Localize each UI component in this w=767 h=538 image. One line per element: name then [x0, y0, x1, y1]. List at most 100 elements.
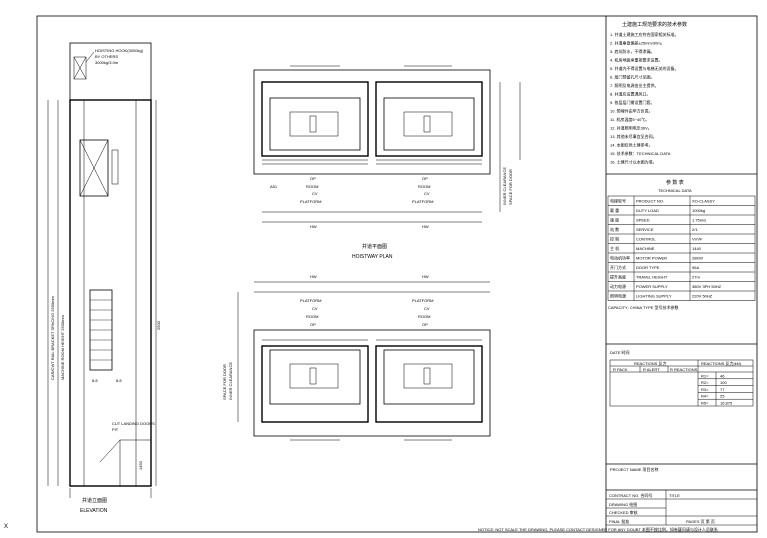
sheet-border [36, 15, 758, 533]
tech-row-val: 28KW [692, 256, 703, 261]
tech-row-cn: 动力电源 [610, 283, 626, 289]
upper-hw-left: HW [310, 224, 317, 229]
reactions-right-header: REACTIONS 反力(kN) [701, 360, 742, 366]
tech-title-cn: 参 数 表 [666, 179, 684, 186]
tech-row-cn: 控 制 [610, 236, 619, 242]
checked-label: CHECKED 审核 [609, 509, 638, 515]
upper-platform-right: PLATFORM [412, 199, 433, 204]
tech-row-val: 2/1 [692, 227, 698, 232]
reactions-box [609, 359, 754, 407]
lower-inner-clearance: INNER CLEARANCE [228, 362, 233, 400]
reaction-key: R5= [701, 401, 709, 406]
upper-room-right: ROOM [418, 184, 430, 189]
upper-inner-clearance: INNER CLEARANCE [502, 167, 507, 205]
reaction-value: 100 [720, 380, 727, 385]
note-line: 6. 层门预留孔尺寸见图。 [610, 74, 654, 80]
reaction-value: 46 [720, 373, 725, 378]
note-line: 2. 井道垂直偏差±25mm/30m。 [610, 40, 665, 46]
tech-row-val: 27m [692, 275, 700, 280]
reactions-col-c: R REACTIONS [670, 367, 698, 372]
reaction-key: R3= [701, 387, 709, 392]
bottom-notice: NOTICE: NOT SCALE THE DRAWING, PLEASE CO… [478, 526, 718, 532]
tech-row-en: TRAVEL HEIGHT [636, 275, 668, 280]
lower-cv-left: CV [312, 306, 318, 311]
note-line: 10. 预埋件由甲方负责。 [610, 108, 653, 114]
note-line: 3. 底坑防水，不得渗漏。 [610, 48, 654, 54]
hoistway-plan-upper: OP ROOM CV PLATFORM HW OP ROOM CV PLATFO… [253, 65, 521, 229]
final-label: FINAL 批准 [609, 518, 629, 524]
tech-row-en: CONTROL [636, 237, 656, 242]
pit-note-2: PIT [112, 427, 119, 432]
tech-row-cn: 速 度 [610, 217, 619, 223]
upper-room-left: ROOM [306, 184, 318, 189]
tech-row-val: 96A [692, 265, 699, 270]
elevation-view: HOISTING HOOK(3000kg) BY OTHERS 3000kg/3… [47, 42, 161, 514]
upper-op-right: OP [422, 176, 428, 181]
tech-row-en: LIGHTING SUPPLY [636, 294, 672, 299]
reactions-col-b: R ALERT [643, 367, 660, 372]
tech-row-val: 220V 50HZ [692, 294, 713, 299]
reaction-value: 16.875 [720, 401, 733, 406]
shaft-left-upper [261, 81, 369, 157]
page-label: PAGES 页 第 页 [686, 518, 715, 524]
tech-row-cn: 主 机 [610, 245, 619, 251]
tech-row-en: MOTOR POWER [636, 256, 667, 261]
tech-row-val: XO-CLASSY [692, 199, 715, 204]
reactions-col-a: R PACK [613, 367, 628, 372]
pit [119, 439, 152, 487]
tech-row-cn: 电动机功率 [610, 255, 630, 261]
notes-list: 1. 井道土建施工应符合国家相关标准。 2. 井道垂直偏差±25mm/30m。 3.… [610, 31, 678, 165]
pit-depth: 1450 [138, 460, 143, 470]
note-line: 12. 井道照明电压36V。 [610, 125, 652, 131]
elev-floor-dim: 2500 [156, 320, 161, 330]
elev-caption: ELEVATION [80, 508, 108, 514]
tech-row-en: DOOR TYPE [636, 265, 660, 270]
reactions-date: DATE 时间 [610, 349, 629, 355]
tech-row-val: 1000kg [692, 208, 705, 213]
tech-row-val: 380V 3PH 50HZ [692, 284, 722, 289]
reaction-value: 25 [720, 394, 725, 399]
tech-row-val: 1440 [692, 246, 702, 251]
hoistway-caption-cn: 井道平面图 [362, 243, 387, 250]
note-line: 1. 井道土建施工应符合国家相关标准。 [610, 31, 678, 37]
lower-platform-right: PLATFORM [412, 298, 433, 303]
shaft-left-lower [261, 345, 369, 423]
tech-row-cn: 提升高度 [610, 274, 626, 280]
lower-op-left: OP [310, 322, 316, 327]
note-line: 7. 照明及电源由业主提供。 [610, 82, 658, 88]
note-line: 11. 机房温度5~40℃。 [610, 116, 649, 122]
reaction-key: R4= [701, 394, 709, 399]
hook-callout-1: HOISTING HOOK(3000kg) [95, 48, 144, 53]
note-line: 8. 井道应设置通风口。 [610, 91, 650, 97]
svg-text:8.8: 8.8 [92, 378, 98, 383]
note-line: 16. 土建尺寸以本图为准。 [610, 159, 657, 165]
upper-cv-left: CV [312, 191, 318, 196]
tech-table-frame [607, 195, 756, 301]
project-label: PROJECT NAME 项目名称 [610, 466, 658, 472]
reaction-value: 77 [720, 387, 725, 392]
note-line: 13. 其他未尽事宜见合同。 [610, 133, 657, 139]
hoistway-plan-lower: HW HW PLATFORM CV ROOM OP PLATFORM CV RO… [222, 274, 491, 441]
tech-row-cn: 电梯型号 [610, 198, 626, 204]
drawn-label: DRAWING 绘图 [609, 501, 637, 507]
lower-hw-left: HW [310, 274, 317, 279]
shaft-right-upper [375, 81, 483, 157]
tech-row-en: SPEED [636, 218, 650, 223]
title-label: TITLE [669, 493, 680, 498]
contract-label: CONTRACT NO. 合同号 [609, 492, 652, 498]
upper-platform-left: PLATFORM [300, 199, 321, 204]
reaction-key: R2= [701, 380, 709, 385]
corner-mark: X [4, 524, 8, 530]
hoistway-shaft [69, 99, 152, 487]
tech-row-en: MACHINE [636, 246, 655, 251]
upper-cv-right: CV [424, 191, 430, 196]
lower-room-right: ROOM [418, 314, 430, 319]
lower-space-door: SPACE FOR DOOR [222, 364, 227, 400]
pit-note-1: CUT LANDING DOORS [112, 421, 155, 426]
tech-footnote: CAPACITY: CHINA TYPE 型号技术参数 [608, 304, 679, 310]
reaction-key: R1= [701, 373, 709, 378]
lower-platform-left: PLATFORM [300, 298, 321, 303]
